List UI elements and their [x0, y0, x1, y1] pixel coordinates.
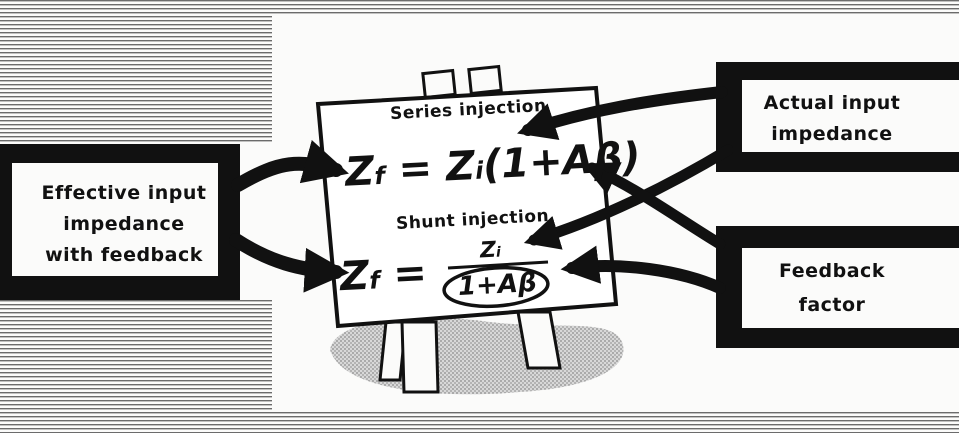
arrow-actual-to-shunt	[523, 144, 734, 250]
easel-legs	[378, 310, 562, 394]
arrows	[229, 86, 734, 294]
actual-line-2: impedance	[771, 123, 893, 145]
series-eq-equals: =	[383, 144, 448, 194]
easel-shadow	[330, 317, 624, 395]
actual-impedance-box	[716, 62, 959, 172]
feedback-line-1: Feedback	[779, 260, 885, 282]
arrow-actual-to-series	[517, 86, 728, 141]
actual-line-1: Actual input	[763, 92, 901, 114]
shunt-eq-z: Z	[338, 252, 371, 301]
arrow-feedback-to-oval	[560, 245, 726, 294]
effective-line-1: Effective input	[41, 182, 207, 204]
effective-line-3: with feedback	[45, 244, 203, 266]
series-eq-factor: (1+Aβ)	[481, 134, 642, 189]
arrow-to-series-eq	[231, 140, 349, 192]
feedback-factor-label: Feedback factor	[742, 254, 922, 322]
shunt-equation-denominator: 1+Aβ	[457, 267, 538, 303]
shunt-eq-equals: =	[378, 249, 429, 299]
shunt-equation-numerator: Zi	[479, 237, 502, 264]
series-eq-z: Z	[343, 148, 376, 196]
shunt-eq-num-sub: i	[495, 244, 502, 261]
shunt-equation-lhs: Zf =	[339, 250, 428, 300]
effective-impedance-label: Effective input impedance with feedback	[14, 178, 234, 271]
series-eq-zi: Z	[444, 142, 477, 191]
arrow-to-shunt-eq	[229, 233, 350, 293]
feedback-factor-box	[716, 226, 959, 348]
effective-line-2: impedance	[63, 213, 185, 235]
feedback-line-2: factor	[798, 294, 866, 316]
effective-impedance-box	[0, 144, 240, 300]
shunt-eq-num-z: Z	[479, 237, 497, 264]
arrow-feedback-to-series	[582, 162, 726, 250]
fraction-bar	[447, 260, 549, 270]
denominator-oval	[442, 265, 550, 309]
actual-impedance-label: Actual input impedance	[742, 88, 922, 150]
